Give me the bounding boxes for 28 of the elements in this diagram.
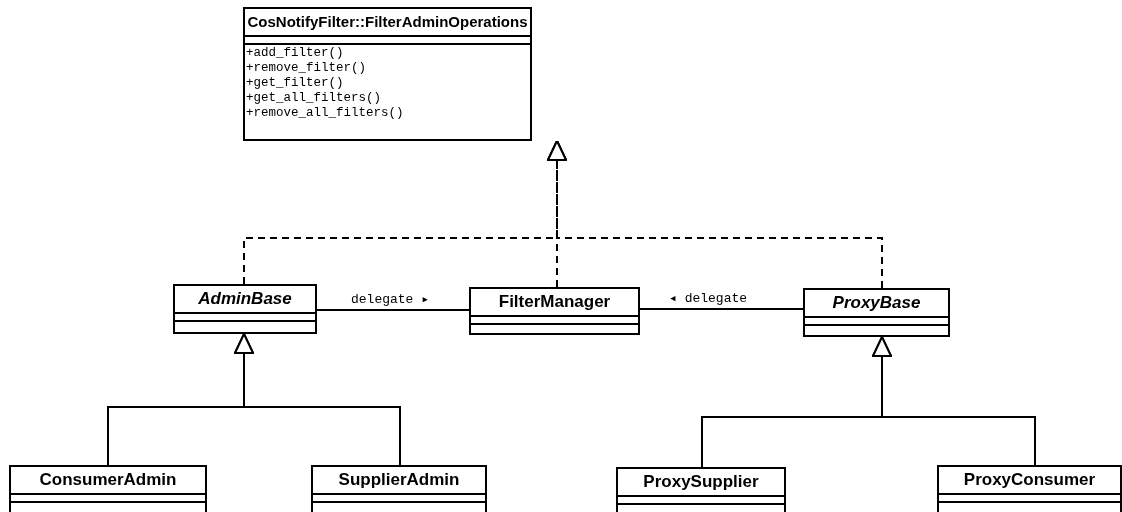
operation-text: +remove_all_filters(): [246, 106, 405, 121]
class-name: ProxyConsumer: [939, 467, 1120, 495]
class-box: [173, 284, 317, 334]
class-box: [469, 287, 640, 335]
class-name: FilterManager: [471, 289, 638, 317]
class-box: [616, 467, 786, 512]
class-box: [803, 288, 950, 337]
association-line: [316, 309, 470, 311]
inheritance-arrow: [234, 333, 401, 466]
edge-label: delegate ▸: [350, 292, 431, 307]
association-line: [639, 308, 804, 310]
class-name: CosNotifyFilter::FilterAdminOperations: [245, 9, 530, 37]
operation-text: +add_filter(): [246, 46, 345, 61]
class-box: [243, 7, 532, 141]
operation-text: +get_filter(): [246, 76, 345, 91]
inheritance-arrow: [872, 336, 1036, 466]
class-name: ProxySupplier: [618, 469, 784, 497]
edge-label: ◂ delegate: [668, 291, 749, 306]
realization-arrow: [547, 140, 883, 289]
operation-text: +remove_filter(): [246, 61, 368, 76]
class-name: AdminBase: [175, 286, 315, 314]
class-box: [937, 465, 1122, 512]
class-name: ProxyBase: [805, 290, 948, 318]
operation-text: +get_all_filters(): [246, 91, 383, 106]
class-name: SupplierAdmin: [313, 467, 485, 495]
class-box: [9, 465, 207, 512]
class-box: [311, 465, 487, 512]
class-name: ConsumerAdmin: [11, 467, 205, 495]
